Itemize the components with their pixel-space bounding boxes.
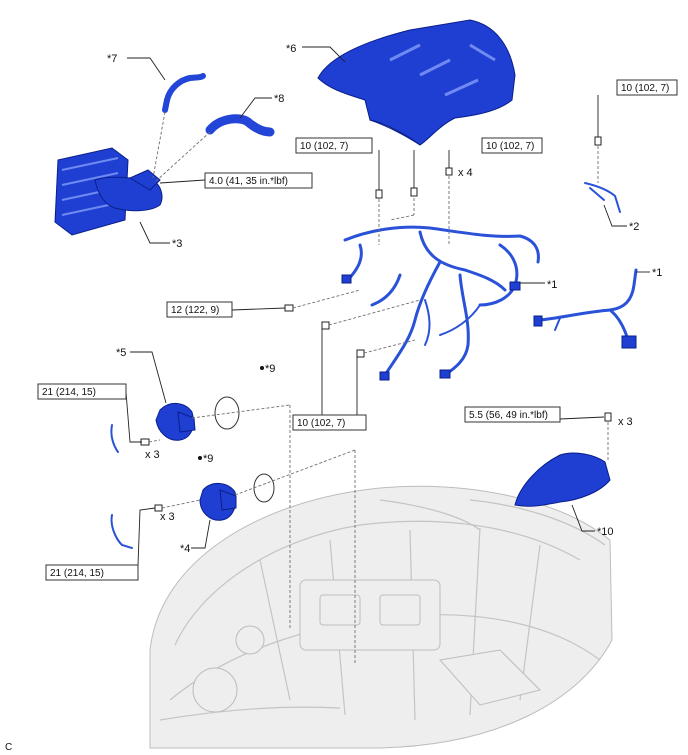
- label-part-1-center: *1: [547, 279, 557, 291]
- torque-cover: 5.5 (56, 49 in.*lbf): [469, 410, 548, 421]
- torque-lower-pipe: 21 (214, 15): [50, 568, 104, 579]
- label-part-3: *3: [172, 238, 182, 250]
- torque-upper-pipe: 21 (214, 15): [42, 387, 96, 398]
- torque-harness-right: 10 (102, 7): [486, 141, 534, 152]
- wire-harness-center: [341, 225, 540, 381]
- label-part-5: *5: [116, 347, 126, 359]
- hose-7: [162, 73, 206, 113]
- leader-lines: [125, 46, 650, 566]
- figure-code: C: [5, 742, 12, 753]
- cover-10: [514, 452, 611, 507]
- label-part-10: *10: [597, 526, 614, 538]
- torque-top-right: 10 (102, 7): [621, 83, 669, 94]
- engine-bay-illustration: [149, 485, 613, 749]
- label-part-8: *8: [274, 93, 284, 105]
- label-part-9-upper: *9: [265, 363, 275, 375]
- air-cleaner-assembly: [54, 147, 163, 236]
- torque-intake: 4.0 (41, 35 in.*lbf): [209, 176, 288, 187]
- hose-8: [205, 114, 275, 137]
- wire-harness-right: [533, 268, 638, 349]
- qty-upper-pipe: x 3: [145, 449, 160, 461]
- qty-cover: x 3: [618, 416, 633, 428]
- qty-harness: x 4: [458, 167, 473, 179]
- torque-harness-side: 12 (122, 9): [171, 305, 219, 316]
- label-part-4: *4: [180, 543, 190, 555]
- label-part-6: *6: [286, 43, 296, 55]
- intake-pipe-5: [110, 403, 196, 453]
- label-part-9-lower: *9: [203, 453, 213, 465]
- torque-boxes: 10 (102, 7) 10 (102, 7) 10 (102, 7) 4.0 …: [37, 79, 678, 581]
- harness-2: [584, 182, 621, 213]
- alignment-lines: [148, 111, 609, 665]
- engine-cover: [317, 19, 516, 146]
- bolts: [140, 136, 612, 512]
- intake-pipe-4: [110, 483, 237, 549]
- qty-lower-pipe: x 3: [160, 511, 175, 523]
- label-part-1-right: *1: [652, 267, 662, 279]
- bullet-icon: [260, 366, 264, 370]
- torque-harness-left: 10 (102, 7): [300, 141, 348, 152]
- label-part-7: *7: [107, 53, 117, 65]
- label-part-2: *2: [629, 221, 639, 233]
- torque-harness-lower: 10 (102, 7): [297, 418, 345, 429]
- bullet-icon: [198, 456, 202, 460]
- part-labels: *7 *8 *6 *3 *2 *1 *1 *5 *9 *9 *4 *10: [107, 43, 662, 555]
- quantity-labels: x 4 x 3 x 3 x 3: [145, 167, 633, 523]
